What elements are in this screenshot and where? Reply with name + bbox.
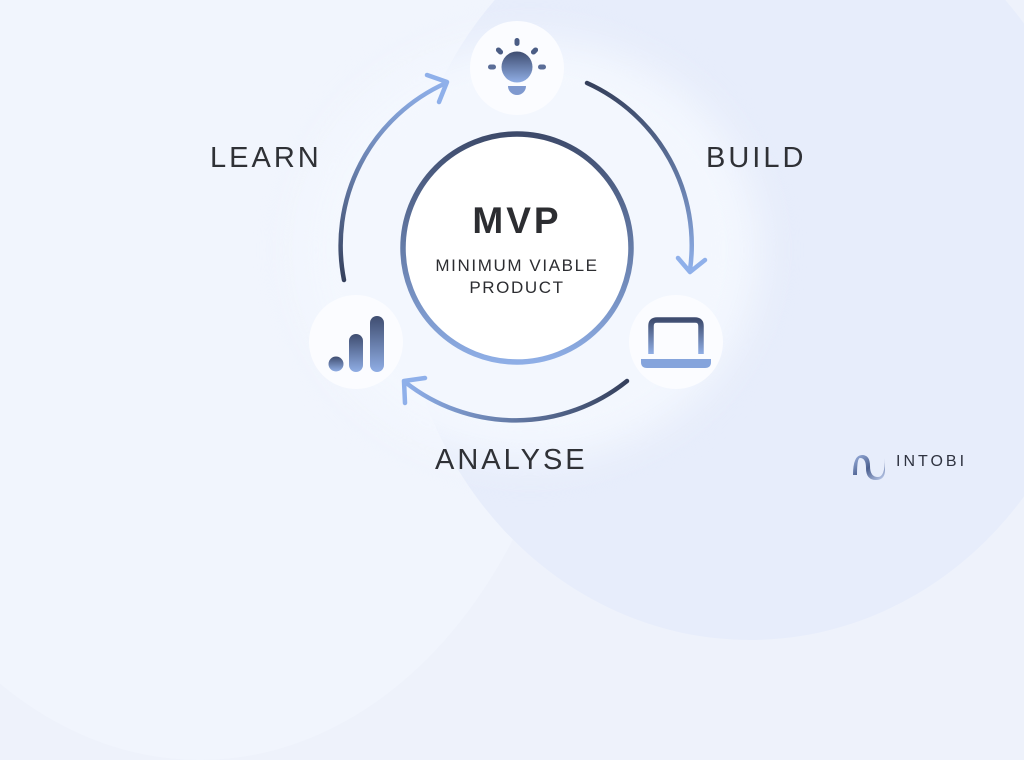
mvp-center-circle [400, 131, 634, 365]
brand-logo: INTOBI [852, 453, 967, 471]
bar-chart-node [309, 295, 403, 389]
intobi-wave-logo-icon [853, 455, 885, 480]
brand-name: INTOBI [896, 453, 968, 470]
laptop-node [629, 295, 723, 389]
stage-label-analyse: ANALYSE [435, 444, 588, 476]
learn-arrow [338, 72, 450, 283]
stage-label-build: BUILD [706, 142, 807, 174]
analyse-arrow [401, 375, 630, 423]
mvp-subtitle-line2: PRODUCT [469, 278, 565, 297]
lightbulb-node [470, 21, 564, 115]
stage-label-learn: LEARN [210, 142, 322, 174]
mvp-subtitle-line1: MINIMUM VIABLE [435, 256, 599, 275]
mvp-cycle-diagram [309, 21, 885, 480]
mvp-title: MVP [472, 200, 562, 241]
build-arrow [584, 80, 708, 275]
laptop-icon [641, 317, 711, 368]
lightbulb-icon [488, 38, 546, 95]
bar-chart-icon [328, 316, 384, 372]
